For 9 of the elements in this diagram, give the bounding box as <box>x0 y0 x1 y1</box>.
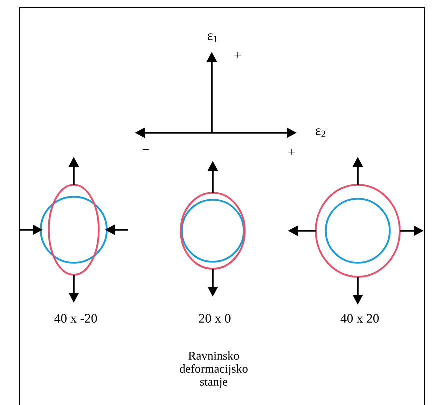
node-label: 40 x -20 <box>54 314 98 323</box>
sign-label: – <box>142 149 150 150</box>
caption: Ravninsko deformacijsko stanje <box>180 352 248 388</box>
axis-label: ε$_{2}$ <box>316 128 326 138</box>
node-label: 40 x 20 <box>340 314 379 323</box>
sign-label: + <box>234 52 242 59</box>
node-label: 20 x 0 <box>199 314 231 323</box>
axis-label: ε$_{1}$ <box>208 34 218 42</box>
sign-label: + <box>288 149 296 156</box>
